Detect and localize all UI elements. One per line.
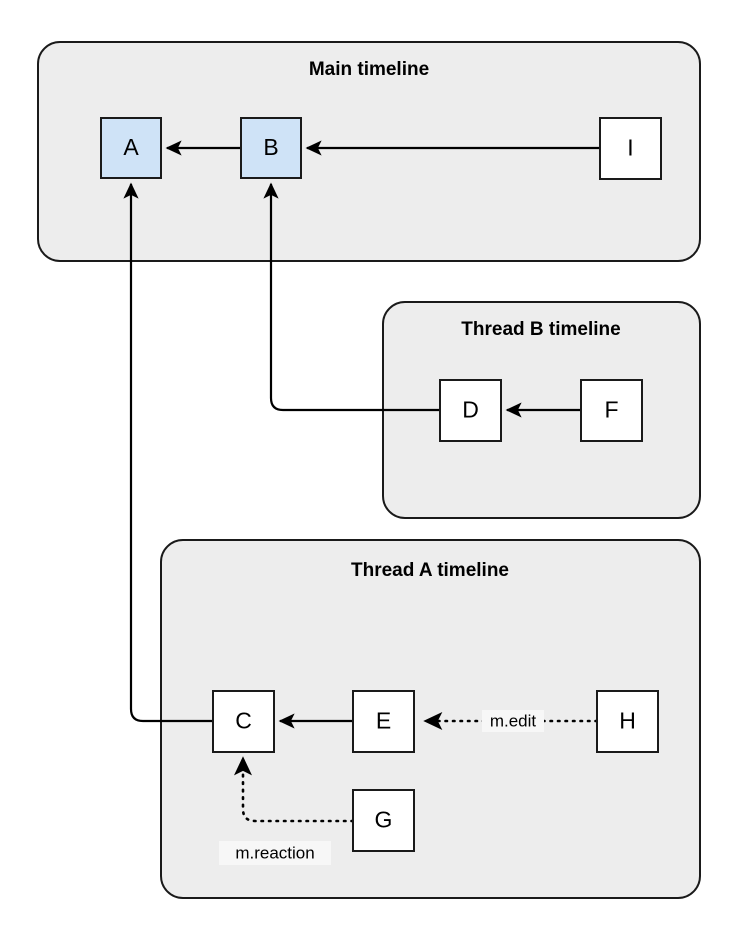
edge-label-backdrop: [482, 710, 544, 732]
node-box-g[interactable]: [352, 789, 415, 852]
edges: [123, 140, 600, 823]
node-g[interactable]: G: [352, 789, 415, 852]
node-b[interactable]: B: [240, 117, 302, 179]
node-box-d[interactable]: [439, 379, 502, 442]
group-title-thread_a: Thread A timeline: [351, 560, 509, 581]
node-label-d: D: [462, 397, 479, 423]
node-label-b: B: [263, 134, 278, 160]
nodes: A B I D F C E H G: [100, 117, 662, 852]
group-main: Main timeline: [37, 41, 701, 262]
edge-label-g-c: m.reaction: [219, 841, 331, 865]
edge-c-to-a: [123, 182, 213, 723]
node-h[interactable]: H: [596, 690, 659, 753]
node-label-f: F: [604, 397, 618, 423]
group-title-main: Main timeline: [309, 59, 429, 80]
node-box-b[interactable]: [240, 117, 302, 179]
edge-g-to-c: [233, 756, 355, 823]
node-box-i[interactable]: [599, 117, 662, 180]
node-label-i: I: [627, 135, 633, 161]
node-label-e: E: [376, 708, 391, 734]
node-box-a[interactable]: [100, 117, 162, 179]
node-label-a: A: [123, 134, 139, 160]
node-label-g: G: [375, 807, 393, 833]
group-title-thread_b: Thread B timeline: [461, 319, 620, 340]
node-f[interactable]: F: [580, 379, 643, 442]
edge-label-backdrop: [219, 841, 331, 865]
node-box-f[interactable]: [580, 379, 643, 442]
node-i[interactable]: I: [599, 117, 662, 180]
node-label-h: H: [619, 708, 636, 734]
edge-labels: m.edit m.reaction: [219, 710, 544, 865]
group-box-main: [37, 41, 701, 262]
node-c[interactable]: C: [212, 690, 275, 753]
edge-label-text: m.edit: [490, 711, 537, 730]
node-box-h[interactable]: [596, 690, 659, 753]
edge-d-to-b: [263, 182, 440, 412]
node-d[interactable]: D: [439, 379, 502, 442]
node-e[interactable]: E: [352, 690, 415, 753]
node-box-c[interactable]: [212, 690, 275, 753]
node-box-e[interactable]: [352, 690, 415, 753]
node-label-c: C: [235, 708, 252, 734]
edge-label-text: m.reaction: [235, 843, 314, 862]
node-a[interactable]: A: [100, 117, 162, 179]
edge-label-h-e: m.edit: [482, 710, 544, 732]
